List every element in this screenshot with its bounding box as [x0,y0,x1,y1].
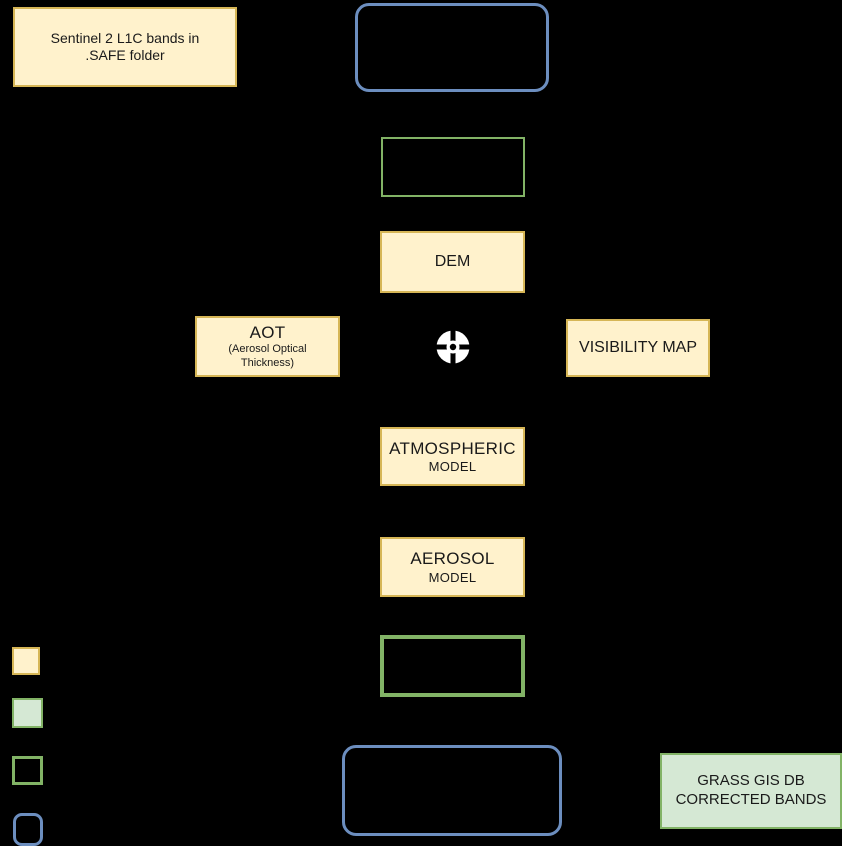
node-blue-rounded-top [355,3,549,92]
node-aot-subtitle-line1: (Aerosol Optical [228,343,307,356]
node-aot: AOT (Aerosol Optical Thickness) [195,316,340,377]
node-sentinel-label-line2: .SAFE folder [85,47,165,63]
node-atmospheric-model: ATMOSPHERIC MODEL [380,427,525,486]
node-grass-label-line2: CORRECTED BANDS [675,791,827,808]
node-visibility-map-label: VISIBILITY MAP [579,339,697,356]
node-dem: DEM [380,231,525,293]
legend-swatch-green-outline [12,756,43,785]
node-visibility-map: VISIBILITY MAP [566,319,710,377]
node-aerosol-model: AEROSOL MODEL [380,537,525,597]
node-atmospheric-subtitle: MODEL [428,459,477,474]
node-atmospheric-title: ATMOSPHERIC [389,438,516,458]
node-blue-rounded-bottom [342,745,562,836]
node-aot-subtitle-line2: Thickness) [240,357,295,370]
crosshair-target-icon [433,327,473,367]
node-aerosol-title: AEROSOL [410,549,495,569]
node-green-outline-middle [381,137,525,197]
legend-swatch-green-filled [12,698,43,728]
legend-swatch-yellow-filled [12,647,40,675]
node-grass-label-line1: GRASS GIS DB [697,772,805,790]
node-sentinel-label-line1: Sentinel 2 L1C bands in [50,29,200,46]
legend-swatch-blue-outline-rounded [13,813,43,846]
node-green-outline-lower [380,635,525,697]
node-grass-gis-db: GRASS GIS DB CORRECTED BANDS [660,753,842,829]
node-aerosol-subtitle: MODEL [428,569,477,585]
node-sentinel-safe-folder: Sentinel 2 L1C bands in .SAFE folder [13,7,237,87]
node-aot-title: AOT [249,323,286,343]
node-dem-label: DEM [434,253,471,270]
